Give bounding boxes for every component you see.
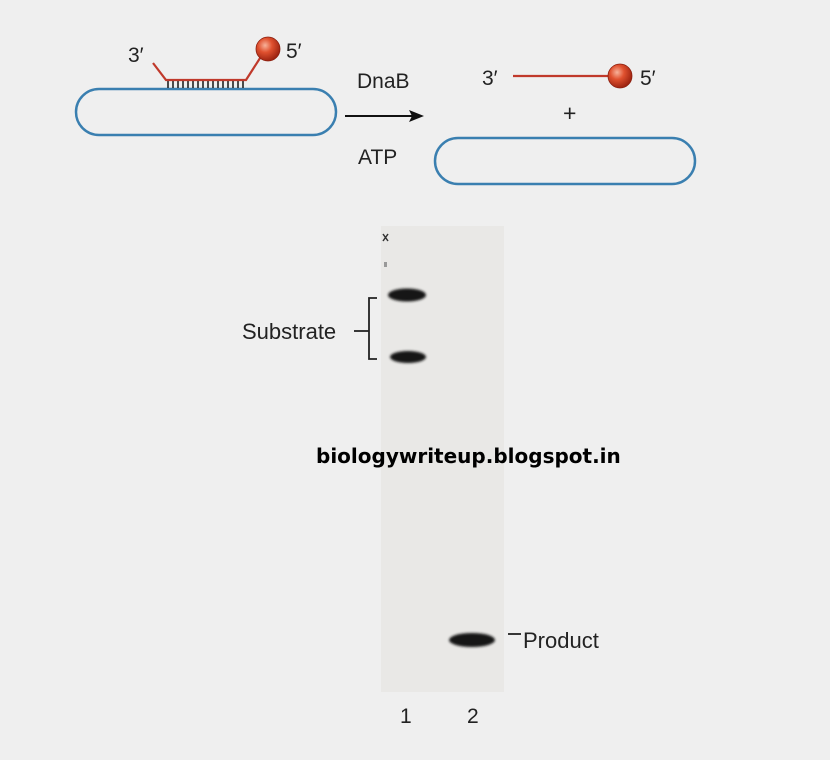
substrate-oligo-strand bbox=[152, 54, 263, 82]
lane-number-2: 2 bbox=[467, 705, 479, 728]
substrate-5prime-label: 5′ bbox=[286, 40, 302, 63]
substrate-3prime-label: 3′ bbox=[128, 44, 144, 67]
product-circular-dna bbox=[433, 136, 697, 186]
product-diagram: 3′ 5′ + bbox=[433, 63, 697, 186]
gel-image bbox=[381, 226, 504, 692]
substrate-circular-dna bbox=[74, 87, 338, 137]
product-band bbox=[449, 633, 495, 647]
cofactor-label: ATP bbox=[358, 146, 397, 169]
reaction-arrow-head bbox=[409, 110, 424, 122]
product-annotation: Product bbox=[508, 628, 599, 653]
gel-well-speck bbox=[384, 262, 387, 267]
product-label: Product bbox=[523, 628, 599, 653]
substrate-annotation: Substrate bbox=[242, 297, 377, 360]
product-5prime-label: 5′ bbox=[640, 67, 656, 90]
product-3prime-label: 3′ bbox=[482, 67, 498, 90]
substrate-label: Substrate bbox=[242, 319, 336, 344]
product-5prime-bead bbox=[607, 63, 633, 89]
substrate-band-upper bbox=[388, 288, 426, 302]
gel-background bbox=[381, 226, 504, 692]
substrate-diagram: 3′ 5′ bbox=[74, 36, 338, 137]
lane-number-1: 1 bbox=[400, 705, 412, 728]
substrate-band-lower bbox=[390, 351, 426, 363]
watermark-text: biologywriteup.blogspot.in bbox=[316, 444, 621, 468]
substrate-bracket bbox=[368, 297, 377, 360]
gel-well-mark bbox=[382, 233, 389, 242]
reaction-arrow-group: DnaB ATP bbox=[345, 70, 424, 169]
annealed-region bbox=[167, 80, 244, 88]
enzyme-label: DnaB bbox=[357, 70, 410, 93]
plus-sign: + bbox=[563, 100, 576, 126]
substrate-5prime-bead bbox=[255, 36, 281, 62]
